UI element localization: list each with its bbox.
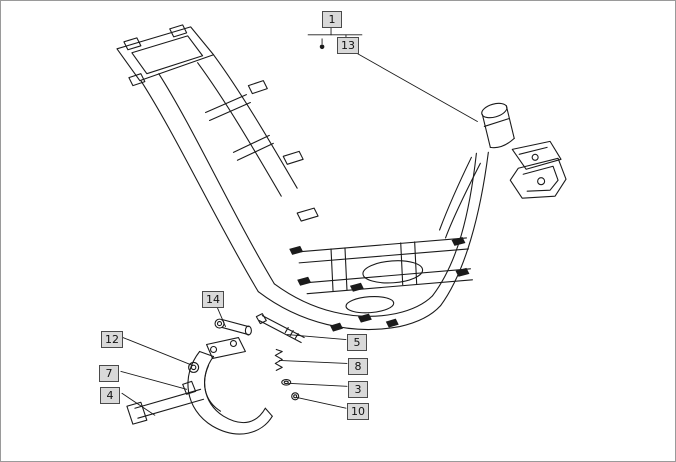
steering-head-tube (481, 102, 515, 149)
reference-dot (319, 44, 325, 50)
callout-1-label: 1 (328, 13, 336, 26)
stand-foot-lever (126, 388, 205, 425)
callout-12-label: 12 (105, 333, 119, 346)
nut (291, 392, 300, 401)
callout-3[interactable]: 3 (348, 381, 368, 398)
callout-12[interactable]: 12 (101, 331, 123, 348)
callout-13[interactable]: 13 (337, 37, 359, 54)
stand-clevis (206, 336, 246, 359)
callout-13-label: 13 (341, 39, 355, 52)
stand-bolt (255, 313, 305, 344)
leader-lines (120, 26, 478, 416)
callout-1[interactable]: 1 (322, 11, 342, 28)
washer (281, 379, 292, 386)
pivot-pin (214, 318, 252, 336)
callout-4-label: 4 (106, 389, 114, 402)
spring (274, 348, 283, 371)
callout-3-label: 3 (354, 383, 362, 396)
callout-10-label: 10 (351, 405, 365, 418)
floor-rails (296, 237, 473, 314)
callout-4[interactable]: 4 (100, 387, 120, 404)
center-stand-assembly (126, 313, 305, 435)
rear-subframe (116, 24, 215, 87)
callout-7-label: 7 (105, 367, 113, 380)
rubber-buffer (182, 380, 197, 395)
callout-14-label: 14 (206, 293, 220, 306)
callout-14[interactable]: 14 (202, 291, 224, 308)
head-brackets (509, 140, 567, 199)
callout-5[interactable]: 5 (347, 334, 367, 351)
callout-5-label: 5 (353, 336, 361, 349)
callout-8[interactable]: 8 (348, 358, 368, 375)
callout-7[interactable]: 7 (99, 365, 119, 382)
main-frame-tubes (140, 54, 489, 331)
bushing (188, 361, 200, 373)
center-stand-body (187, 350, 273, 435)
callout-10[interactable]: 10 (347, 403, 369, 420)
callout-8-label: 8 (354, 360, 362, 373)
mounting-tabs (289, 236, 470, 332)
